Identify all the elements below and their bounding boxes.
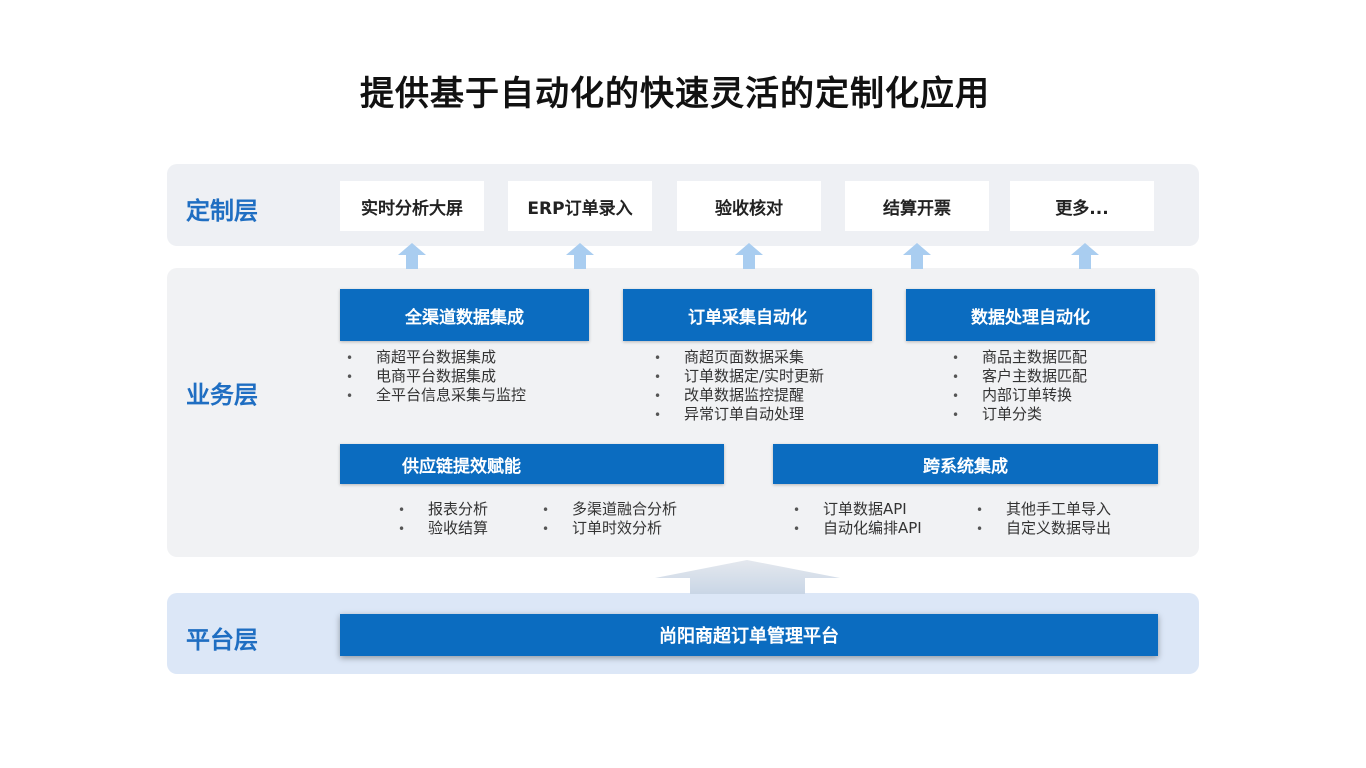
custom-item-settlement-invoice: 结算开票 [845, 181, 989, 231]
module-omnichannel-integration-header: 全渠道数据集成 [340, 289, 589, 341]
module-supply-chain-list-col1: 报表分析 验收结算 [398, 500, 488, 538]
module-omnichannel-integration-list: 商超平台数据集成 电商平台数据集成 全平台信息采集与监控 [346, 348, 526, 405]
module-cross-system-list-col1: 订单数据API 自动化编排API [793, 500, 922, 538]
up-arrow-icon [566, 243, 594, 269]
custom-item-erp-order-entry: ERP订单录入 [508, 181, 652, 231]
up-arrow-icon [1071, 243, 1099, 269]
list-item: 内部订单转换 [952, 386, 1087, 405]
list-item: 客户主数据匹配 [952, 367, 1087, 386]
module-supply-chain-title: 供应链提效赋能 [402, 456, 521, 477]
module-data-processing-header: 数据处理自动化 [906, 289, 1155, 341]
list-item: 商超平台数据集成 [346, 348, 526, 367]
page-title: 提供基于自动化的快速灵活的定制化应用 [360, 74, 990, 114]
list-item: 自动化编排API [793, 519, 922, 538]
module-cross-system-header: 跨系统集成 [773, 444, 1158, 484]
module-supply-chain-header: 供应链提效赋能 [340, 444, 724, 484]
list-item: 多渠道融合分析 [542, 500, 677, 519]
list-item: 商超页面数据采集 [654, 348, 824, 367]
custom-layer-label: 定制层 [186, 197, 258, 225]
list-item: 订单分类 [952, 405, 1087, 424]
list-item: 订单数据API [793, 500, 922, 519]
list-item: 自定义数据导出 [976, 519, 1111, 538]
platform-name-bar: 尚阳商超订单管理平台 [340, 614, 1158, 656]
module-order-collection-header: 订单采集自动化 [623, 289, 872, 341]
list-item: 电商平台数据集成 [346, 367, 526, 386]
list-item: 订单时效分析 [542, 519, 677, 538]
module-cross-system-list-col2: 其他手工单导入 自定义数据导出 [976, 500, 1111, 538]
up-arrow-icon [903, 243, 931, 269]
custom-item-realtime-dashboard: 实时分析大屏 [340, 181, 484, 231]
list-item: 其他手工单导入 [976, 500, 1111, 519]
up-arrow-icon [735, 243, 763, 269]
module-order-collection-list: 商超页面数据采集 订单数据定/实时更新 改单数据监控提醒 异常订单自动处理 [654, 348, 824, 424]
list-item: 报表分析 [398, 500, 488, 519]
custom-item-acceptance-check: 验收核对 [677, 181, 821, 231]
list-item: 全平台信息采集与监控 [346, 386, 526, 405]
module-data-processing-list: 商品主数据匹配 客户主数据匹配 内部订单转换 订单分类 [952, 348, 1087, 424]
list-item: 订单数据定/实时更新 [654, 367, 824, 386]
list-item: 商品主数据匹配 [952, 348, 1087, 367]
up-arrow-icon [398, 243, 426, 269]
list-item: 异常订单自动处理 [654, 405, 824, 424]
list-item: 验收结算 [398, 519, 488, 538]
platform-to-business-arrow-icon [655, 560, 840, 594]
custom-item-more: 更多... [1010, 181, 1154, 231]
business-layer-label: 业务层 [186, 381, 258, 409]
list-item: 改单数据监控提醒 [654, 386, 824, 405]
platform-layer-label: 平台层 [186, 626, 258, 654]
module-supply-chain-list-col2: 多渠道融合分析 订单时效分析 [542, 500, 677, 538]
